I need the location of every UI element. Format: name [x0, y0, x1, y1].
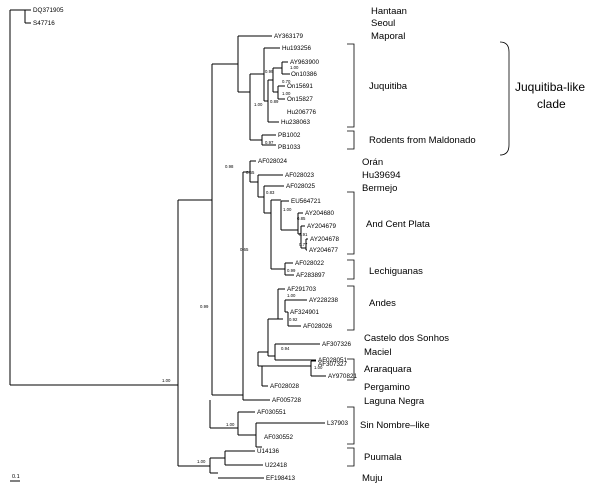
group-label: Andes: [369, 298, 396, 309]
support-value: 0.97: [265, 140, 274, 145]
support-value: 0.91: [299, 232, 308, 237]
support-value: 1.00: [283, 207, 292, 212]
group-label: And Cent Plata: [366, 219, 431, 230]
leaf-label: Hu193256: [282, 45, 312, 52]
support-value: 1.00: [162, 378, 171, 383]
bracket-rodents: [347, 130, 355, 150]
support-value: 1.00: [282, 91, 291, 96]
leaf-label: S47716: [33, 20, 55, 27]
group-label: Laguna Negra: [364, 396, 425, 407]
scale-bar-label: 0.1: [12, 474, 20, 480]
leaf-label: On10386: [291, 71, 317, 78]
clade-label: Juquitiba-like: [515, 80, 585, 94]
group-label: Pergamino: [364, 382, 410, 393]
support-value: 1.00: [314, 365, 323, 370]
group-label: Seoul: [371, 18, 395, 29]
leaf-label: AF030551: [257, 409, 287, 416]
support-value: 0.89: [270, 99, 279, 104]
group-label: Rodents from Maldonado: [369, 135, 476, 146]
bracket-sin-nombre: [347, 406, 355, 445]
support-value: 1.00: [226, 422, 235, 427]
support-value: 1.00: [254, 102, 263, 107]
bracket-juquitiba: [347, 43, 355, 128]
leaf-label: AF005728: [272, 397, 302, 404]
leaf-label: AY204680: [305, 210, 334, 217]
group-label: Orán: [362, 157, 383, 168]
support-value: 0.70: [282, 79, 291, 84]
support-value: 0.99: [200, 304, 209, 309]
leaf-label: AY204678: [310, 236, 339, 243]
bracket-and-cent-plata: [347, 191, 355, 255]
leaf-label: AF030552: [264, 434, 294, 441]
support-value: 0.99: [287, 268, 296, 273]
leaf-label: AF307327: [318, 361, 348, 368]
support-value: 0.77: [299, 242, 308, 247]
leaf-label: PB1002: [278, 132, 301, 139]
bracket-araraquara: [347, 358, 355, 381]
leaf-label: AF028024: [258, 158, 288, 165]
group-label: Maciel: [364, 347, 391, 358]
group-label: Muju: [362, 473, 383, 484]
support-value: 0.65: [240, 247, 249, 252]
leaf-label: EF198413: [266, 475, 296, 482]
leaf-label: AY963900: [290, 59, 319, 66]
leaf-label: Hu206776: [287, 109, 317, 116]
leaf-label: AY228238: [309, 297, 338, 304]
bracket-juquitiba-like-clade: [499, 41, 510, 156]
group-label: Hu39694: [362, 170, 401, 181]
leaf-label: AF307326: [322, 341, 352, 348]
support-value: 0.98: [225, 164, 234, 169]
leaf-label: DQ371905: [33, 7, 64, 14]
support-value: 0.83: [266, 190, 275, 195]
support-values: 1.00 0.99 0.98 1.00 0.99 1.00 0.70 1.00 …: [162, 65, 323, 464]
support-value: 1.00: [197, 459, 206, 464]
leaf-label: AY363179: [274, 33, 303, 40]
support-value: 0.85: [297, 216, 306, 221]
leaf-label: Hu238063: [281, 119, 311, 126]
support-value: 0.94: [281, 346, 290, 351]
group-label: Castelo dos Sonhos: [364, 333, 449, 344]
group-label: Araraquara: [364, 364, 412, 375]
leaf-label: AY970821: [328, 373, 357, 380]
leaf-label: AF028028: [270, 383, 300, 390]
leaf-label: AY204679: [307, 223, 336, 230]
leaf-label: AF028025: [286, 183, 316, 190]
leaf-label: AF028023: [285, 172, 315, 179]
leaf-label: U22418: [265, 462, 288, 469]
leaf-label: On15691: [287, 83, 313, 90]
group-labels: Hantaan Seoul Maporal Juquitiba Rodents …: [360, 6, 585, 484]
support-value: 0.65: [246, 170, 255, 175]
leaf-label: EU564721: [291, 198, 321, 205]
group-label: Puumala: [364, 452, 402, 463]
group-label: Bermejo: [362, 183, 397, 194]
leaf-label: AY204677: [309, 247, 338, 254]
leaf-label: AF028051: [318, 357, 348, 364]
support-value: 0.99: [265, 69, 274, 74]
leaf-label: On15827: [287, 96, 313, 103]
group-label: Juquitiba: [369, 81, 408, 92]
support-value: 1.00: [287, 293, 296, 298]
support-value: 0.92: [289, 317, 298, 322]
group-label: Lechiguanas: [369, 266, 423, 277]
leaf-label: AF028022: [295, 260, 325, 267]
bracket-puumala: [347, 447, 355, 467]
leaf-label: AF283897: [296, 272, 326, 279]
leaf-label: PB1033: [278, 144, 301, 151]
bracket-lechiguanas: [347, 259, 355, 280]
leaf-labels: DQ371905 S47716 AY363179 Hu193256 AY9639…: [33, 7, 357, 482]
group-label: Maporal: [371, 31, 405, 42]
bracket-andes: [347, 285, 355, 331]
leaf-label: AF324901: [290, 309, 320, 316]
leaf-label: L37903: [327, 420, 349, 427]
group-label: Sin Nombre–like: [360, 420, 430, 431]
leaf-label: AF291703: [287, 286, 317, 293]
clade-label: clade: [537, 97, 566, 111]
leaf-label: U14136: [257, 448, 280, 455]
leaf-label: AF028026: [303, 323, 333, 330]
group-label: Hantaan: [371, 6, 407, 17]
support-value: 1.00: [290, 65, 299, 70]
tree-branches: [9, 9, 326, 482]
group-brackets: [347, 41, 510, 467]
